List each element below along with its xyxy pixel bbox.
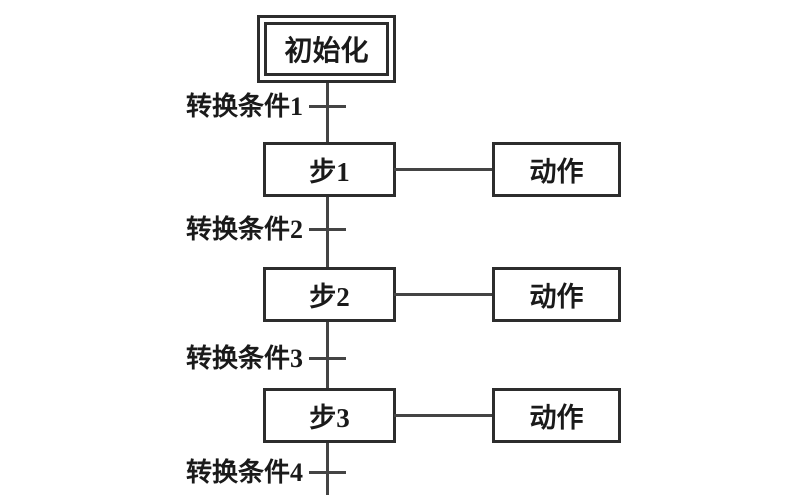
transition-tick-2 [309, 228, 346, 231]
step-action-connector-3 [394, 414, 492, 417]
action-box-3: 动作 [492, 388, 621, 443]
transition-label-1: 转换条件1 [185, 92, 303, 121]
action-label-3: 动作 [529, 403, 584, 433]
transition-tick-3 [309, 357, 346, 360]
transition-tick-4 [309, 471, 346, 474]
step-label-1: 步1 [309, 157, 350, 187]
transition-tick-1 [309, 105, 346, 108]
step-box-2: 步2 [263, 267, 396, 322]
step-label-2: 步2 [309, 282, 350, 312]
transition-label-2: 转换条件2 [185, 215, 303, 244]
initial-step-label: 初始化 [284, 36, 369, 67]
transition-label-4: 转换条件4 [185, 458, 303, 487]
step-label-3: 步3 [309, 403, 350, 433]
initial-step-box: 初始化 [257, 15, 396, 83]
action-label-2: 动作 [529, 282, 584, 312]
initial-step-inner-border: 初始化 [264, 22, 389, 76]
action-box-2: 动作 [492, 267, 621, 322]
action-box-1: 动作 [492, 142, 621, 197]
step-action-connector-1 [394, 168, 492, 171]
step-action-connector-2 [394, 293, 492, 296]
step-box-3: 步3 [263, 388, 396, 443]
transition-label-3: 转换条件3 [185, 344, 303, 373]
step-box-1: 步1 [263, 142, 396, 197]
action-label-1: 动作 [529, 157, 584, 187]
